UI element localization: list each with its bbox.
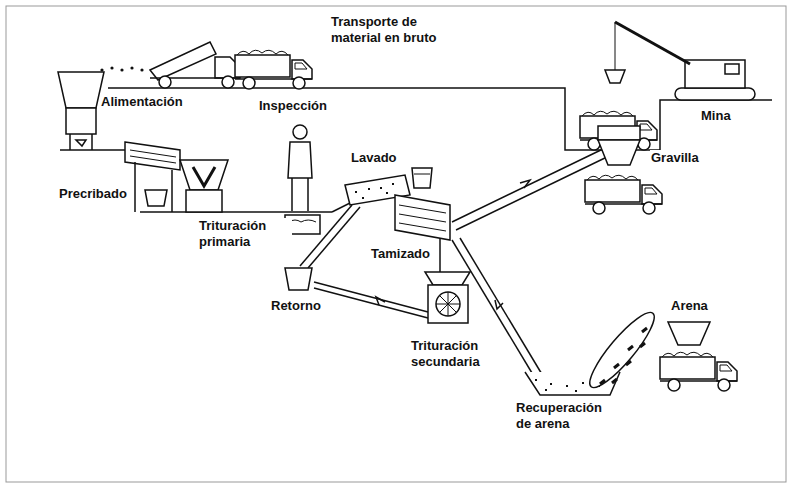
- dump-truck-part: [222, 76, 234, 88]
- gravel-conveyor-part: [520, 180, 530, 188]
- prescreen-part: [130, 150, 176, 163]
- washer-part: [414, 174, 430, 175]
- sand-recovery-part: [582, 306, 662, 395]
- washer-part: [355, 184, 394, 198]
- primary-crusher-part: [186, 190, 222, 212]
- dump-truck: [150, 42, 240, 88]
- haul-truck: [235, 50, 312, 89]
- dump-truck-part: [150, 42, 216, 80]
- sand-conveyor-part: [495, 300, 503, 309]
- excavator-part: [675, 88, 755, 100]
- excavator-part: [605, 70, 625, 83]
- return-conveyor-part: [314, 288, 428, 318]
- excavator-part: [615, 22, 690, 64]
- gravel-hopper-part: [598, 126, 640, 140]
- dump-truck-part: [159, 76, 171, 88]
- part-label: Arena: [670, 298, 709, 314]
- return-bucket-part: [285, 268, 312, 290]
- part-label: Transporte de material en bruto: [330, 14, 457, 46]
- return-conveyor-part: [300, 205, 352, 266]
- part-label: Lavado: [350, 150, 398, 166]
- secondary-crusher-part: [436, 292, 460, 316]
- part-label: Retorno: [270, 298, 322, 314]
- ground-line-part: [140, 211, 332, 213]
- return-conveyor-part: [376, 297, 385, 305]
- excavator-part: [685, 60, 745, 88]
- return-conveyor-part: [308, 207, 360, 268]
- part-label: Inspección: [258, 98, 328, 114]
- falling-material-part: [130, 66, 133, 69]
- sand-truck: [660, 352, 737, 391]
- inspector-part: [289, 220, 316, 222]
- ground-line-part: [108, 88, 772, 150]
- sand-hopper-part: [668, 322, 710, 345]
- screen-part: [399, 205, 446, 231]
- return-conveyor-part: [314, 282, 428, 312]
- frame: [6, 6, 786, 482]
- falling-material-part: [120, 68, 123, 71]
- feed-hopper: [58, 72, 104, 150]
- sand-hopper: [668, 322, 710, 345]
- gravel-truck: [585, 175, 662, 214]
- feed-hopper-part: [70, 134, 92, 150]
- screen-part: [395, 195, 450, 240]
- part-label: Gravilla: [650, 150, 700, 166]
- primary-crusher-part: [180, 160, 228, 190]
- falling-material-part: [100, 68, 103, 71]
- gravel-hopper: [598, 126, 640, 165]
- part-label: Trituración secundaria: [410, 338, 504, 370]
- sand-recovery: [525, 306, 662, 395]
- screen-part: [439, 238, 441, 272]
- ground-line: [60, 88, 772, 212]
- return-bucket: [285, 268, 312, 290]
- part-label: Precribado: [58, 186, 128, 202]
- secondary-crusher-part: [428, 285, 468, 323]
- part-label: Mina: [700, 108, 732, 124]
- part-label: Trituración primaria: [198, 218, 292, 250]
- sand-recovery-part: [600, 328, 647, 384]
- prescreen-part: [125, 142, 180, 170]
- prescreen-part: [135, 162, 172, 212]
- falling-material-part: [140, 68, 143, 71]
- secondary-crusher-part: [425, 272, 470, 285]
- feed-hopper-part: [58, 72, 104, 108]
- primary-crusher-part: [193, 167, 215, 186]
- inspector-part: [288, 142, 312, 178]
- prescreen: [125, 142, 180, 212]
- secondary-crusher-part: [436, 292, 460, 316]
- falling-material-part: [110, 66, 113, 69]
- inspector-part: [292, 178, 308, 211]
- feed-hopper-part: [66, 108, 96, 134]
- gravel-hopper-part: [598, 140, 640, 165]
- excavator-part: [615, 22, 616, 70]
- feed-hopper-part: [76, 140, 86, 146]
- secondary-crusher: [425, 272, 470, 323]
- excavator: [605, 22, 755, 100]
- part-label: Tamizado: [370, 246, 431, 262]
- washer-part: [412, 168, 432, 188]
- primary-crusher: [180, 160, 228, 212]
- part-label: Recuperación de arena: [515, 400, 621, 432]
- prescreen-part: [145, 190, 167, 206]
- excavator-part: [725, 64, 739, 74]
- part-label: Alimentación: [100, 94, 184, 110]
- inspector-part: [293, 125, 307, 139]
- gravel-conveyor-part: [452, 148, 605, 222]
